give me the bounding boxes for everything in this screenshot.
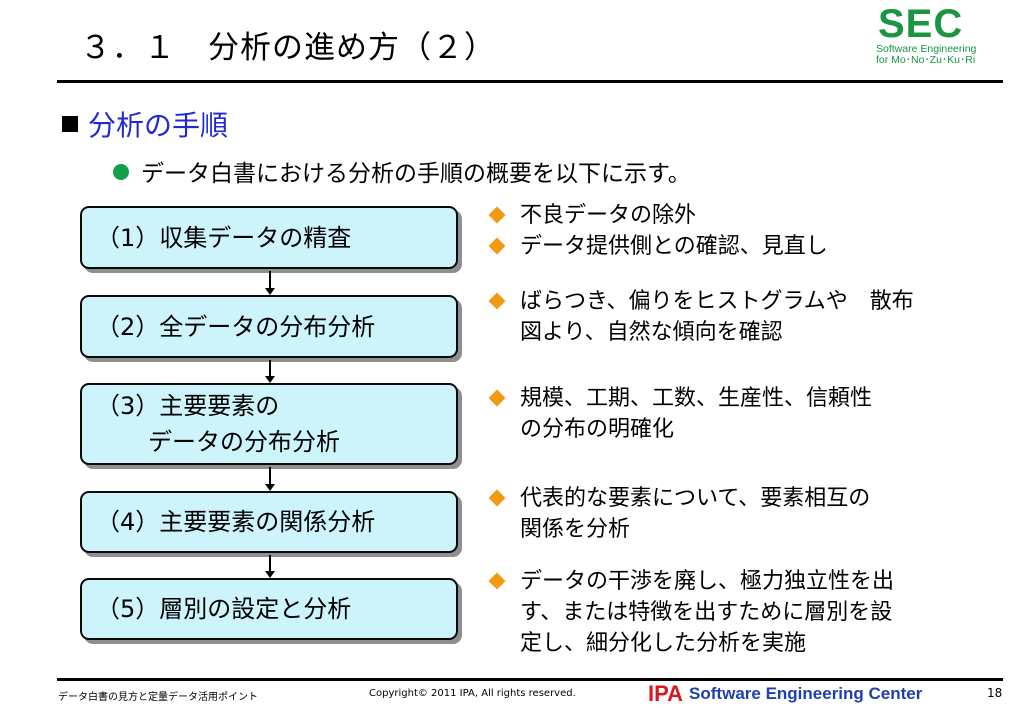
flow-arrow-2 — [265, 360, 275, 383]
flow-step-3-label-line2: データの分布分析 — [148, 428, 340, 456]
flow-step-1: （1）収集データの精査 — [80, 206, 458, 269]
step-1-notes: 不良データの除外 データ提供側との確認、見直し — [488, 200, 828, 262]
page-number: 18 — [987, 686, 1003, 700]
sec-logo-main: SEC — [878, 2, 964, 46]
flow-step-4-label: （4）主要要素の関係分析 — [96, 508, 376, 536]
intro-bullet-text: データ白書における分析の手順の概要を以下に示す。 — [141, 161, 691, 187]
step-2-notes: ばらつき、偏りをヒストグラムや 散布 図より、自然な傾向を確認 — [488, 286, 914, 348]
note-item: データの干渉を廃し、極力独立性を出 す、または特徴を出すために層別を設 定し、細… — [488, 566, 894, 659]
diamond-bullet-icon — [488, 389, 506, 407]
circle-bullet-icon — [113, 164, 129, 180]
note-text: データ提供側との確認、見直し — [520, 234, 828, 259]
ipa-logo: IPA Software Engineering Center — [648, 681, 922, 707]
ipa-logo-name: Software Engineering Center — [689, 684, 923, 703]
flow-arrow-4 — [265, 555, 275, 578]
step-3-notes: 規模、工期、工数、生産性、信頼性 の分布の明確化 — [488, 383, 872, 445]
sec-logo-line2: for Mo･No･Zu･Ku･Ri — [876, 54, 976, 66]
step-4-notes: 代表的な要素について、要素相互の 関係を分析 — [488, 483, 870, 545]
note-text: 代表的な要素について、要素相互の 関係を分析 — [520, 486, 871, 542]
footer-doc-title: データ白書の見方と定量データ活用ポイント — [58, 692, 258, 703]
diamond-bullet-icon — [488, 237, 506, 255]
footer-copyright: Copyright© 2011 IPA, All rights reserved… — [369, 688, 576, 699]
footer-divider — [57, 678, 1003, 681]
section-heading-text: 分析の手順 — [88, 109, 229, 142]
diamond-bullet-icon — [488, 572, 506, 590]
slide-title: ３．１ 分析の進め方（２） — [80, 30, 496, 66]
flow-step-5-label: （5）層別の設定と分析 — [96, 595, 352, 623]
flow-step-5: （5）層別の設定と分析 — [80, 578, 458, 640]
sec-logo-line1: Software Engineering — [876, 43, 977, 55]
flow-step-3-label-line1: （3）主要要素の — [96, 392, 280, 420]
flow-step-1-label: （1）収集データの精査 — [96, 223, 352, 252]
step-5-notes: データの干渉を廃し、極力独立性を出 す、または特徴を出すために層別を設 定し、細… — [488, 566, 894, 659]
diamond-bullet-icon — [488, 292, 506, 310]
note-item: ばらつき、偏りをヒストグラムや 散布 図より、自然な傾向を確認 — [488, 286, 914, 348]
intro-bullet: データ白書における分析の手順の概要を以下に示す。 — [113, 154, 691, 188]
section-heading: 分析の手順 — [62, 104, 228, 144]
flow-step-3: （3）主要要素の データの分布分析 — [80, 383, 458, 465]
title-divider — [57, 80, 1003, 83]
diamond-bullet-icon — [488, 489, 506, 507]
square-bullet-icon — [62, 116, 78, 132]
note-item: データ提供側との確認、見直し — [488, 231, 828, 262]
note-text: ばらつき、偏りをヒストグラムや 散布 図より、自然な傾向を確認 — [520, 289, 914, 345]
note-item: 代表的な要素について、要素相互の 関係を分析 — [488, 483, 870, 545]
diamond-bullet-icon — [488, 206, 506, 224]
sec-logo: SEC Software Engineering for Mo･No･Zu･Ku… — [876, 4, 986, 80]
note-text: データの干渉を廃し、極力独立性を出 す、または特徴を出すために層別を設 定し、細… — [520, 569, 895, 656]
note-item: 規模、工期、工数、生産性、信頼性 の分布の明確化 — [488, 383, 872, 445]
note-text: 規模、工期、工数、生産性、信頼性 の分布の明確化 — [520, 386, 873, 442]
note-item: 不良データの除外 — [488, 200, 828, 231]
flow-step-4: （4）主要要素の関係分析 — [80, 491, 458, 553]
flow-step-2-label: （2）全データの分布分析 — [96, 312, 376, 341]
flow-arrow-3 — [265, 467, 275, 491]
flow-step-2: （2）全データの分布分析 — [80, 295, 458, 358]
ipa-logo-mark: IPA — [648, 681, 684, 706]
flow-arrow-1 — [265, 271, 275, 295]
note-text: 不良データの除外 — [520, 203, 697, 228]
